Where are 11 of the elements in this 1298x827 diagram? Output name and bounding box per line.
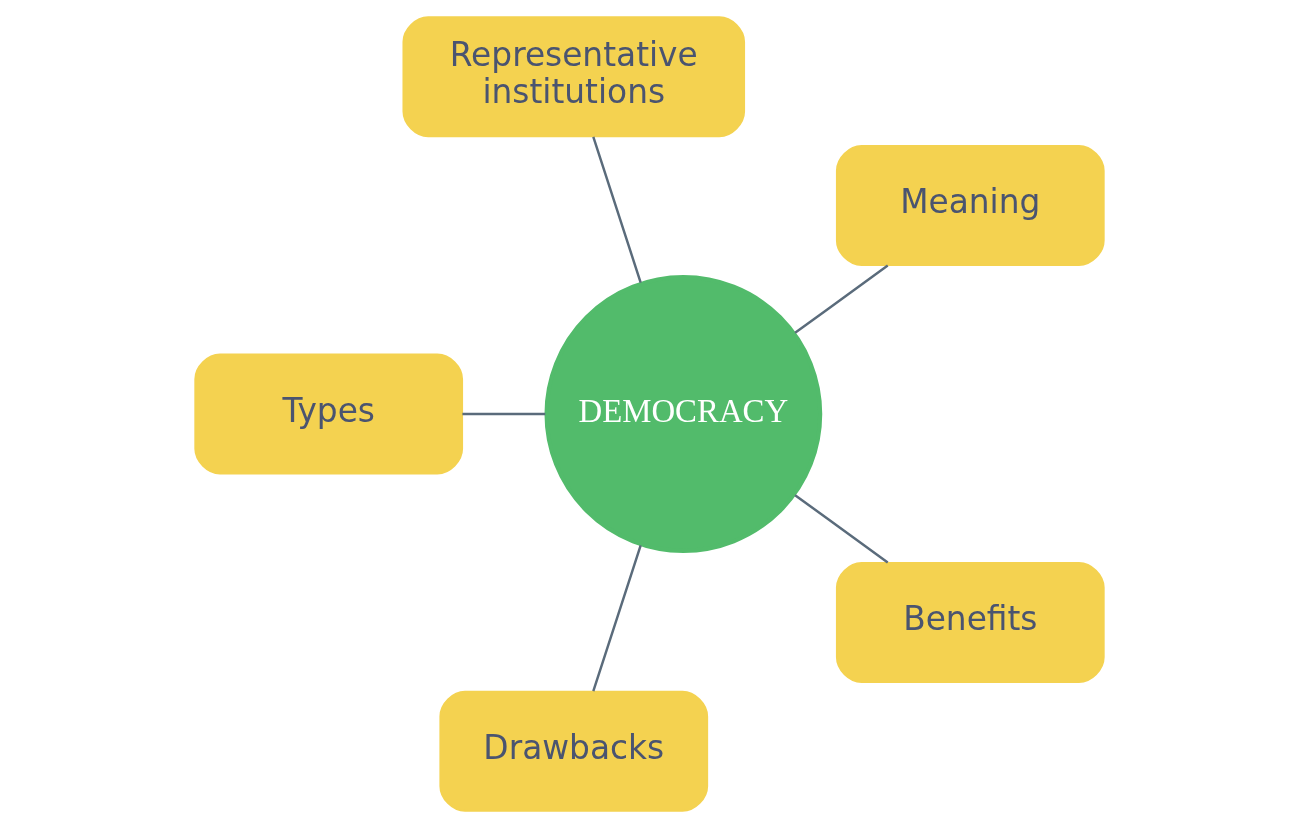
node-box: Types xyxy=(193,353,463,474)
connector xyxy=(793,493,888,563)
connector xyxy=(461,412,545,415)
node-box: Representative institutions xyxy=(401,15,745,137)
connector xyxy=(591,544,642,692)
node-box: Drawbacks xyxy=(438,690,708,812)
node-box: Benefits xyxy=(835,561,1105,683)
connector xyxy=(591,135,642,283)
node-circle: DEMOCRACY xyxy=(544,274,822,553)
node-box: Meaning xyxy=(835,144,1105,266)
connector xyxy=(793,264,888,334)
